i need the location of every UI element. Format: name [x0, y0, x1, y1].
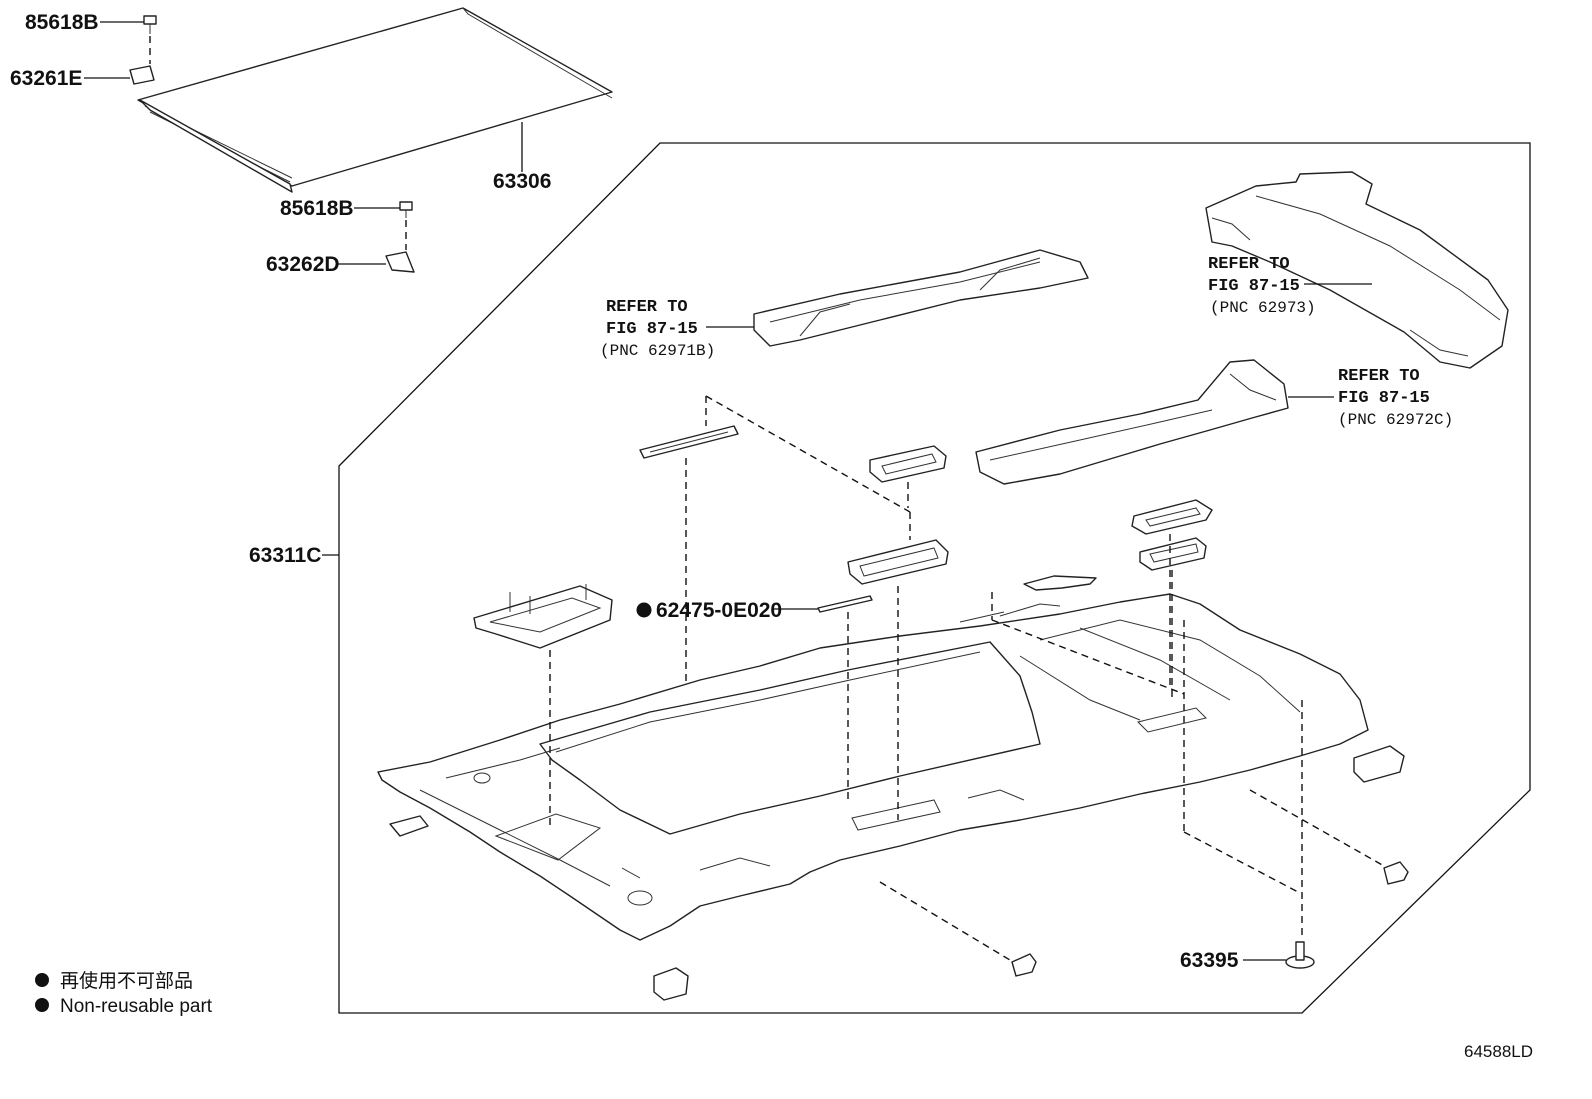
- refer-text: FIG 87-15: [606, 320, 698, 339]
- figure-code: 64588LD: [1464, 1042, 1533, 1061]
- sunshade-assembly: [137, 7, 613, 193]
- refer-text: (PNC 62971B): [600, 342, 715, 360]
- part-label-62475: 62475-0E020: [656, 599, 782, 622]
- headliner-panel: [377, 593, 1369, 941]
- refer-text: REFER TO: [606, 298, 688, 317]
- air-duct-side: [975, 359, 1289, 485]
- vent-register: [847, 539, 949, 585]
- vent-gasket: [869, 445, 947, 483]
- clip-icon: [1353, 745, 1405, 783]
- bracket-icon: [385, 251, 415, 273]
- clip-bracket: [1023, 575, 1097, 591]
- filled-circle-icon: [636, 602, 652, 618]
- refer-text: FIG 87-15: [1208, 277, 1300, 296]
- assembly-border: [338, 142, 1531, 1014]
- fastener-clip: [1285, 941, 1315, 969]
- vent-register: [1139, 537, 1207, 571]
- clip-icon: [389, 815, 429, 837]
- vent-gasket: [1131, 499, 1213, 535]
- legend-text-en: Non-reusable part: [60, 996, 213, 1017]
- filled-circle-icon: [35, 973, 49, 987]
- legend-text-jp: 再使用不可部品: [60, 970, 193, 992]
- part-label-85618b: 85618B: [280, 197, 354, 220]
- part-label-63306: 63306: [493, 170, 551, 193]
- refer-text: (PNC 62972C): [1338, 411, 1453, 429]
- part-label-63262d: 63262D: [266, 253, 340, 276]
- refer-text: FIG 87-15: [1338, 389, 1430, 408]
- screw-icon: [143, 15, 157, 34]
- vent-strip: [639, 425, 739, 459]
- screw-icon: [399, 201, 413, 218]
- air-duct-front: [753, 249, 1089, 347]
- clip-icon: [1383, 861, 1409, 885]
- part-label-63311c: 63311C: [249, 544, 321, 567]
- refer-text: (PNC 62973): [1210, 299, 1316, 317]
- part-label-63395: 63395: [1180, 949, 1239, 972]
- part-label-85618b: 85618B: [25, 11, 99, 34]
- part-label-63261e: 63261E: [10, 67, 82, 90]
- refer-text: REFER TO: [1208, 255, 1290, 274]
- seal-strip: [817, 595, 873, 613]
- clip-icon: [1011, 953, 1037, 977]
- clip-icon: [653, 967, 689, 1001]
- bracket-icon: [129, 65, 155, 85]
- filled-circle-icon: [35, 998, 49, 1012]
- map-lamp-housing: [473, 584, 613, 649]
- refer-text: REFER TO: [1338, 367, 1420, 386]
- air-duct-rear: [1205, 171, 1509, 369]
